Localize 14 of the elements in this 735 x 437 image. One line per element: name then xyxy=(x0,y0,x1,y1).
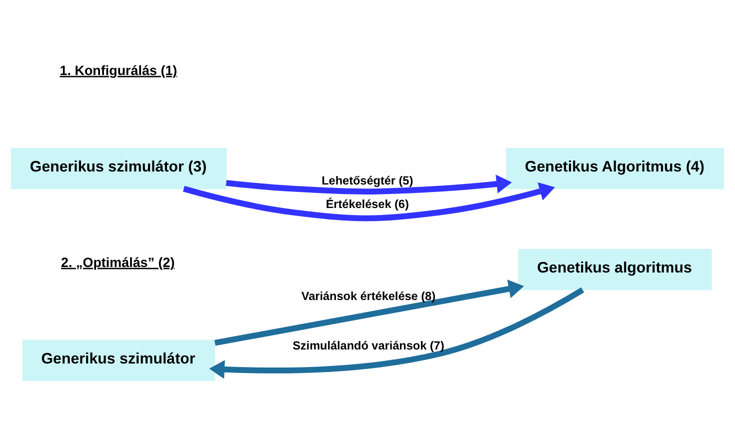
arrow xyxy=(182,182,555,221)
node-box: Genetikus algoritmus xyxy=(518,248,712,290)
label: 1. Konfigurálás (1) xyxy=(60,62,178,78)
edge-label: Variánsok értékelése (8) xyxy=(301,289,436,302)
arrow xyxy=(209,286,584,378)
edge-label: Lehetőségtér (5) xyxy=(322,174,414,188)
arrow xyxy=(226,174,512,194)
arrow xyxy=(214,279,524,346)
edge-label: Szimulálandó variánsok (7) xyxy=(292,339,444,352)
edge-label: Értékelések (6) xyxy=(326,198,409,211)
node-box: Generikus szimulátor xyxy=(22,339,216,381)
node-box: Genetikus Algoritmus (4) xyxy=(506,147,724,189)
label: 2. „Optimálás” (2) xyxy=(61,254,175,270)
node-box: Generikus szimulátor (3) xyxy=(10,147,226,189)
